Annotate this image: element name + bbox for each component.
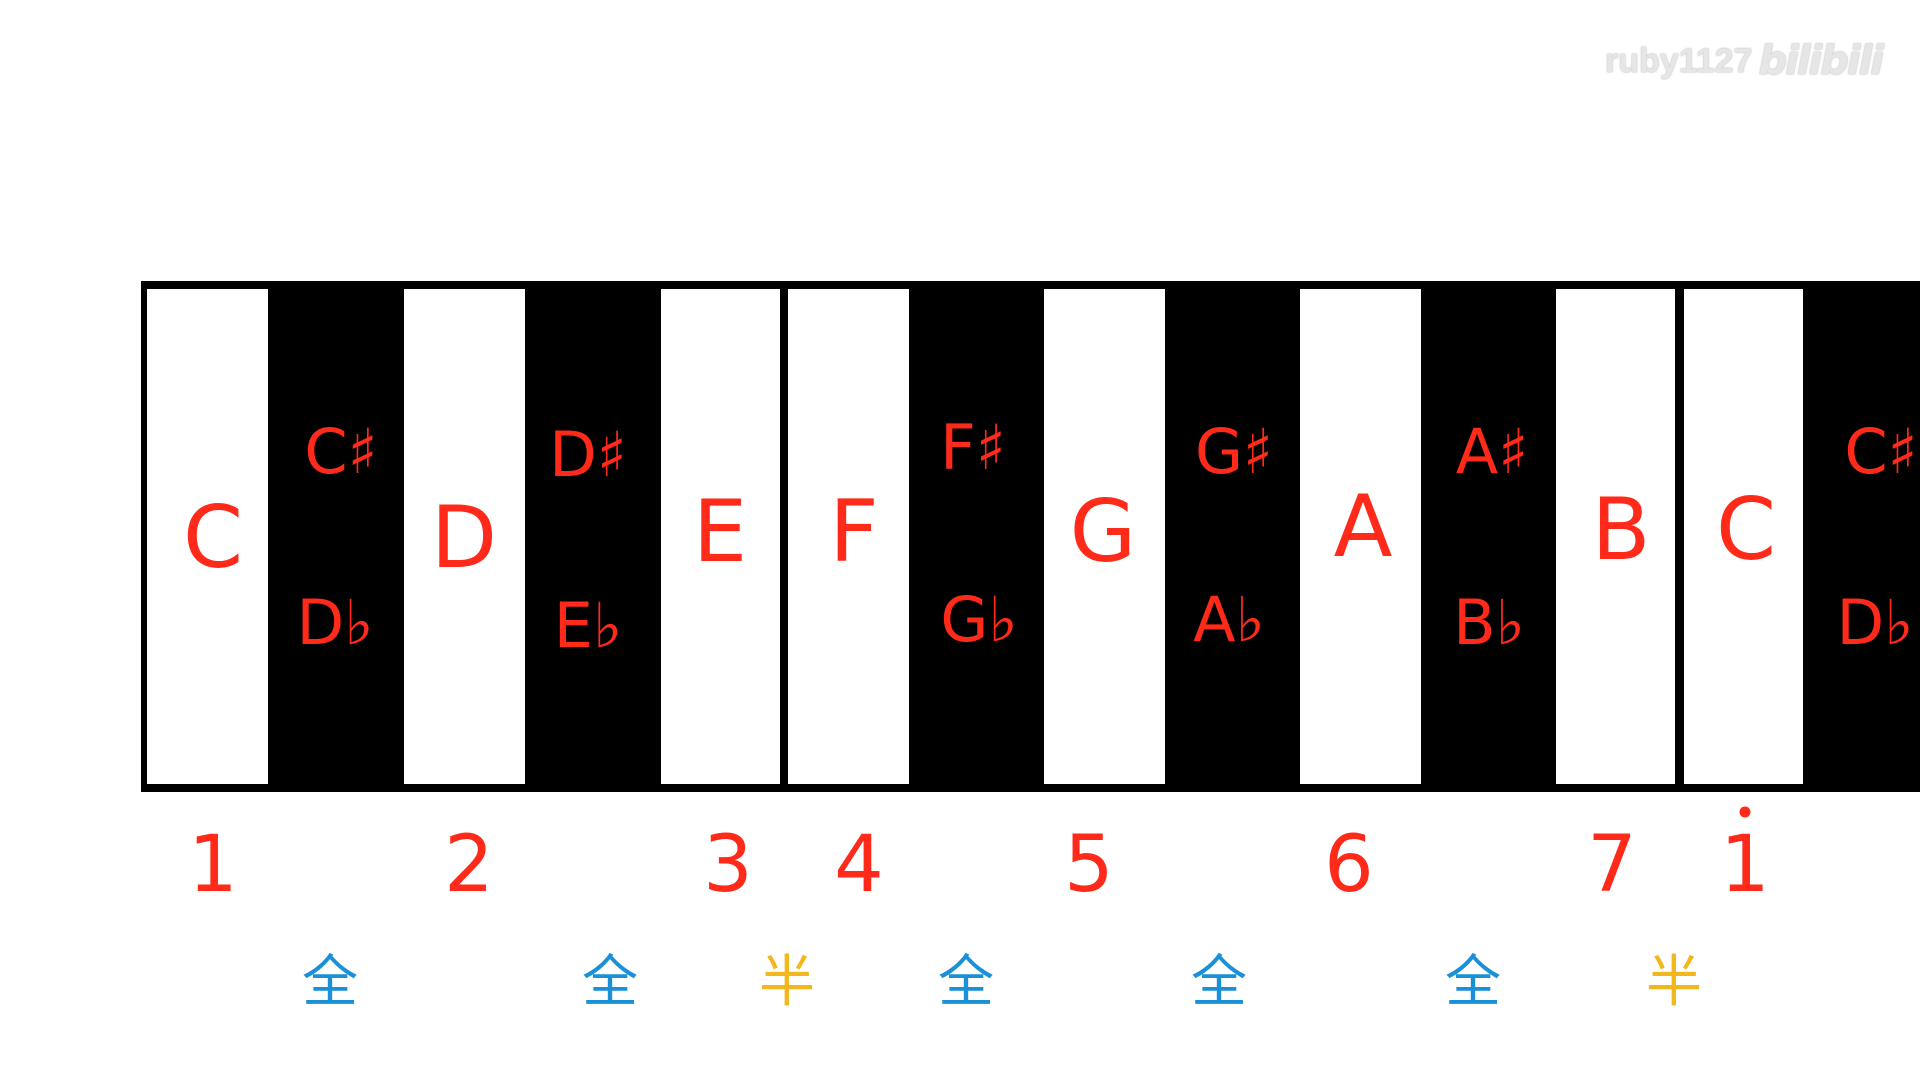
note-label-g-flat: G♭ [940,583,1018,656]
scale-degree-7: 7 [1587,820,1637,910]
piano-key-c-high [1684,289,1803,784]
note-label-e-flat: E♭ [553,589,623,662]
note-label-d-flat: D♭ [296,586,374,659]
step-label: 半 [759,950,815,1015]
piano-key-c-sharp-high [1803,289,1920,784]
note-label-a-sharp: A♯ [1455,415,1529,488]
note-label-d: D [430,488,498,588]
note-label-c-high: C [1715,480,1777,580]
piano-key-a-sharp [1421,289,1549,784]
step-label: 全 [938,950,994,1015]
note-label-a: A [1333,477,1393,577]
piano-key-b [1556,289,1675,784]
piano-key-c-sharp [268,289,396,784]
piano-key-e [661,289,780,784]
scale-degree-4: 4 [834,820,884,910]
step-label: 全 [1191,950,1247,1015]
piano-key-a [1300,289,1421,784]
scale-degree-3: 3 [703,820,753,910]
note-label-c-sharp-high: C♯ [1844,415,1918,488]
note-label-g: G [1069,482,1137,582]
piano-key-d-sharp [525,289,653,784]
note-label-d-sharp: D♯ [549,418,627,491]
watermark-username: ruby1127 [1605,41,1753,80]
high-octave-dot [1739,806,1751,818]
note-label-f-sharp: F♯ [940,411,1006,484]
note-label-d-flat-high: D♭ [1836,586,1914,659]
step-label: 全 [1445,950,1501,1015]
note-label-e: E [692,482,748,582]
piano-key-d [404,289,525,784]
scale-degree-2: 2 [444,820,494,910]
scale-degree-1: 1 [188,820,238,910]
piano-key-g [1044,289,1165,784]
note-label-b: B [1591,480,1651,580]
scale-degree-1-high: 1 [1720,820,1770,910]
bilibili-logo: bilibili [1758,38,1884,84]
step-label: 全 [302,950,358,1015]
step-label: 半 [1646,950,1702,1015]
piano-keyboard: C C♯ D♭ D D♯ E♭ E F F♯ G♭ G G♯ A♭ A A♯ B… [141,281,1920,792]
piano-key-f [788,289,909,784]
scale-degree-6: 6 [1324,820,1374,910]
piano-key-f-sharp [909,289,1037,784]
note-label-c: C [182,488,244,588]
note-label-g-sharp: G♯ [1194,415,1274,488]
piano-key-c [147,289,268,784]
piano-key-g-sharp [1165,289,1293,784]
note-label-a-flat: A♭ [1193,583,1265,656]
step-label: 全 [582,950,638,1015]
scale-degree-5: 5 [1064,820,1114,910]
note-label-f: F [829,482,879,582]
note-label-b-flat: B♭ [1453,586,1525,659]
watermark: ruby1127 bilibili [1605,38,1884,84]
note-label-c-sharp: C♯ [304,415,378,488]
